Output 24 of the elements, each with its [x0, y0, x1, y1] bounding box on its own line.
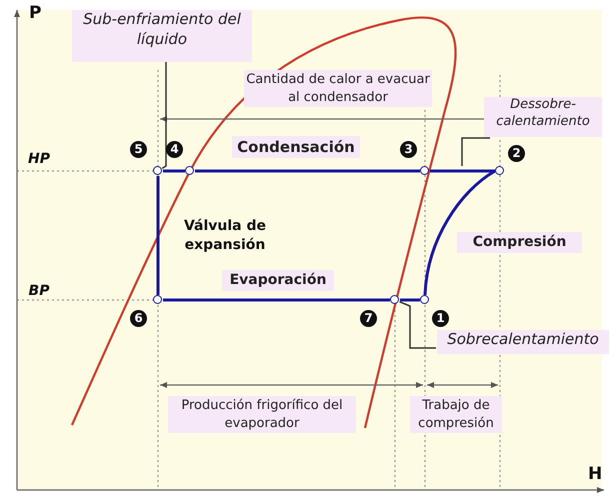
- leader-line: [399, 301, 436, 349]
- annotation-label: Sobrecalentamiento: [437, 330, 609, 354]
- annotation-label: Cantidad de calor a evacuar al condensador: [244, 70, 432, 108]
- pressure-level-label: BP: [28, 282, 50, 301]
- cycle-line: [195, 170, 420, 172]
- process-label: Válvula de expansión: [182, 217, 268, 255]
- cycle-line: [156, 176, 160, 295]
- cycle-line: [163, 170, 185, 172]
- axis-label: P: [29, 2, 42, 25]
- annotation-label: Sub-enfriamiento del líquido: [72, 10, 252, 62]
- process-label: Evaporación: [222, 270, 334, 291]
- process-label: Compresión: [457, 232, 582, 253]
- annotation-label: Trabajo de compresión: [410, 396, 502, 434]
- cycle-line: [430, 170, 495, 172]
- leader-line: [162, 62, 167, 169]
- axis-label: H: [588, 463, 602, 486]
- cycle-line: [163, 298, 390, 302]
- pressure-level-label: HP: [27, 150, 51, 169]
- process-label: Condensación: [232, 136, 360, 158]
- cycle-line: [424, 170, 496, 296]
- cycle-line: [400, 298, 420, 302]
- annotation-label: Producción frigorífico del evaporador: [168, 396, 356, 434]
- annotation-label: Dessobre-calentamiento: [484, 97, 602, 137]
- leader-line: [461, 137, 490, 166]
